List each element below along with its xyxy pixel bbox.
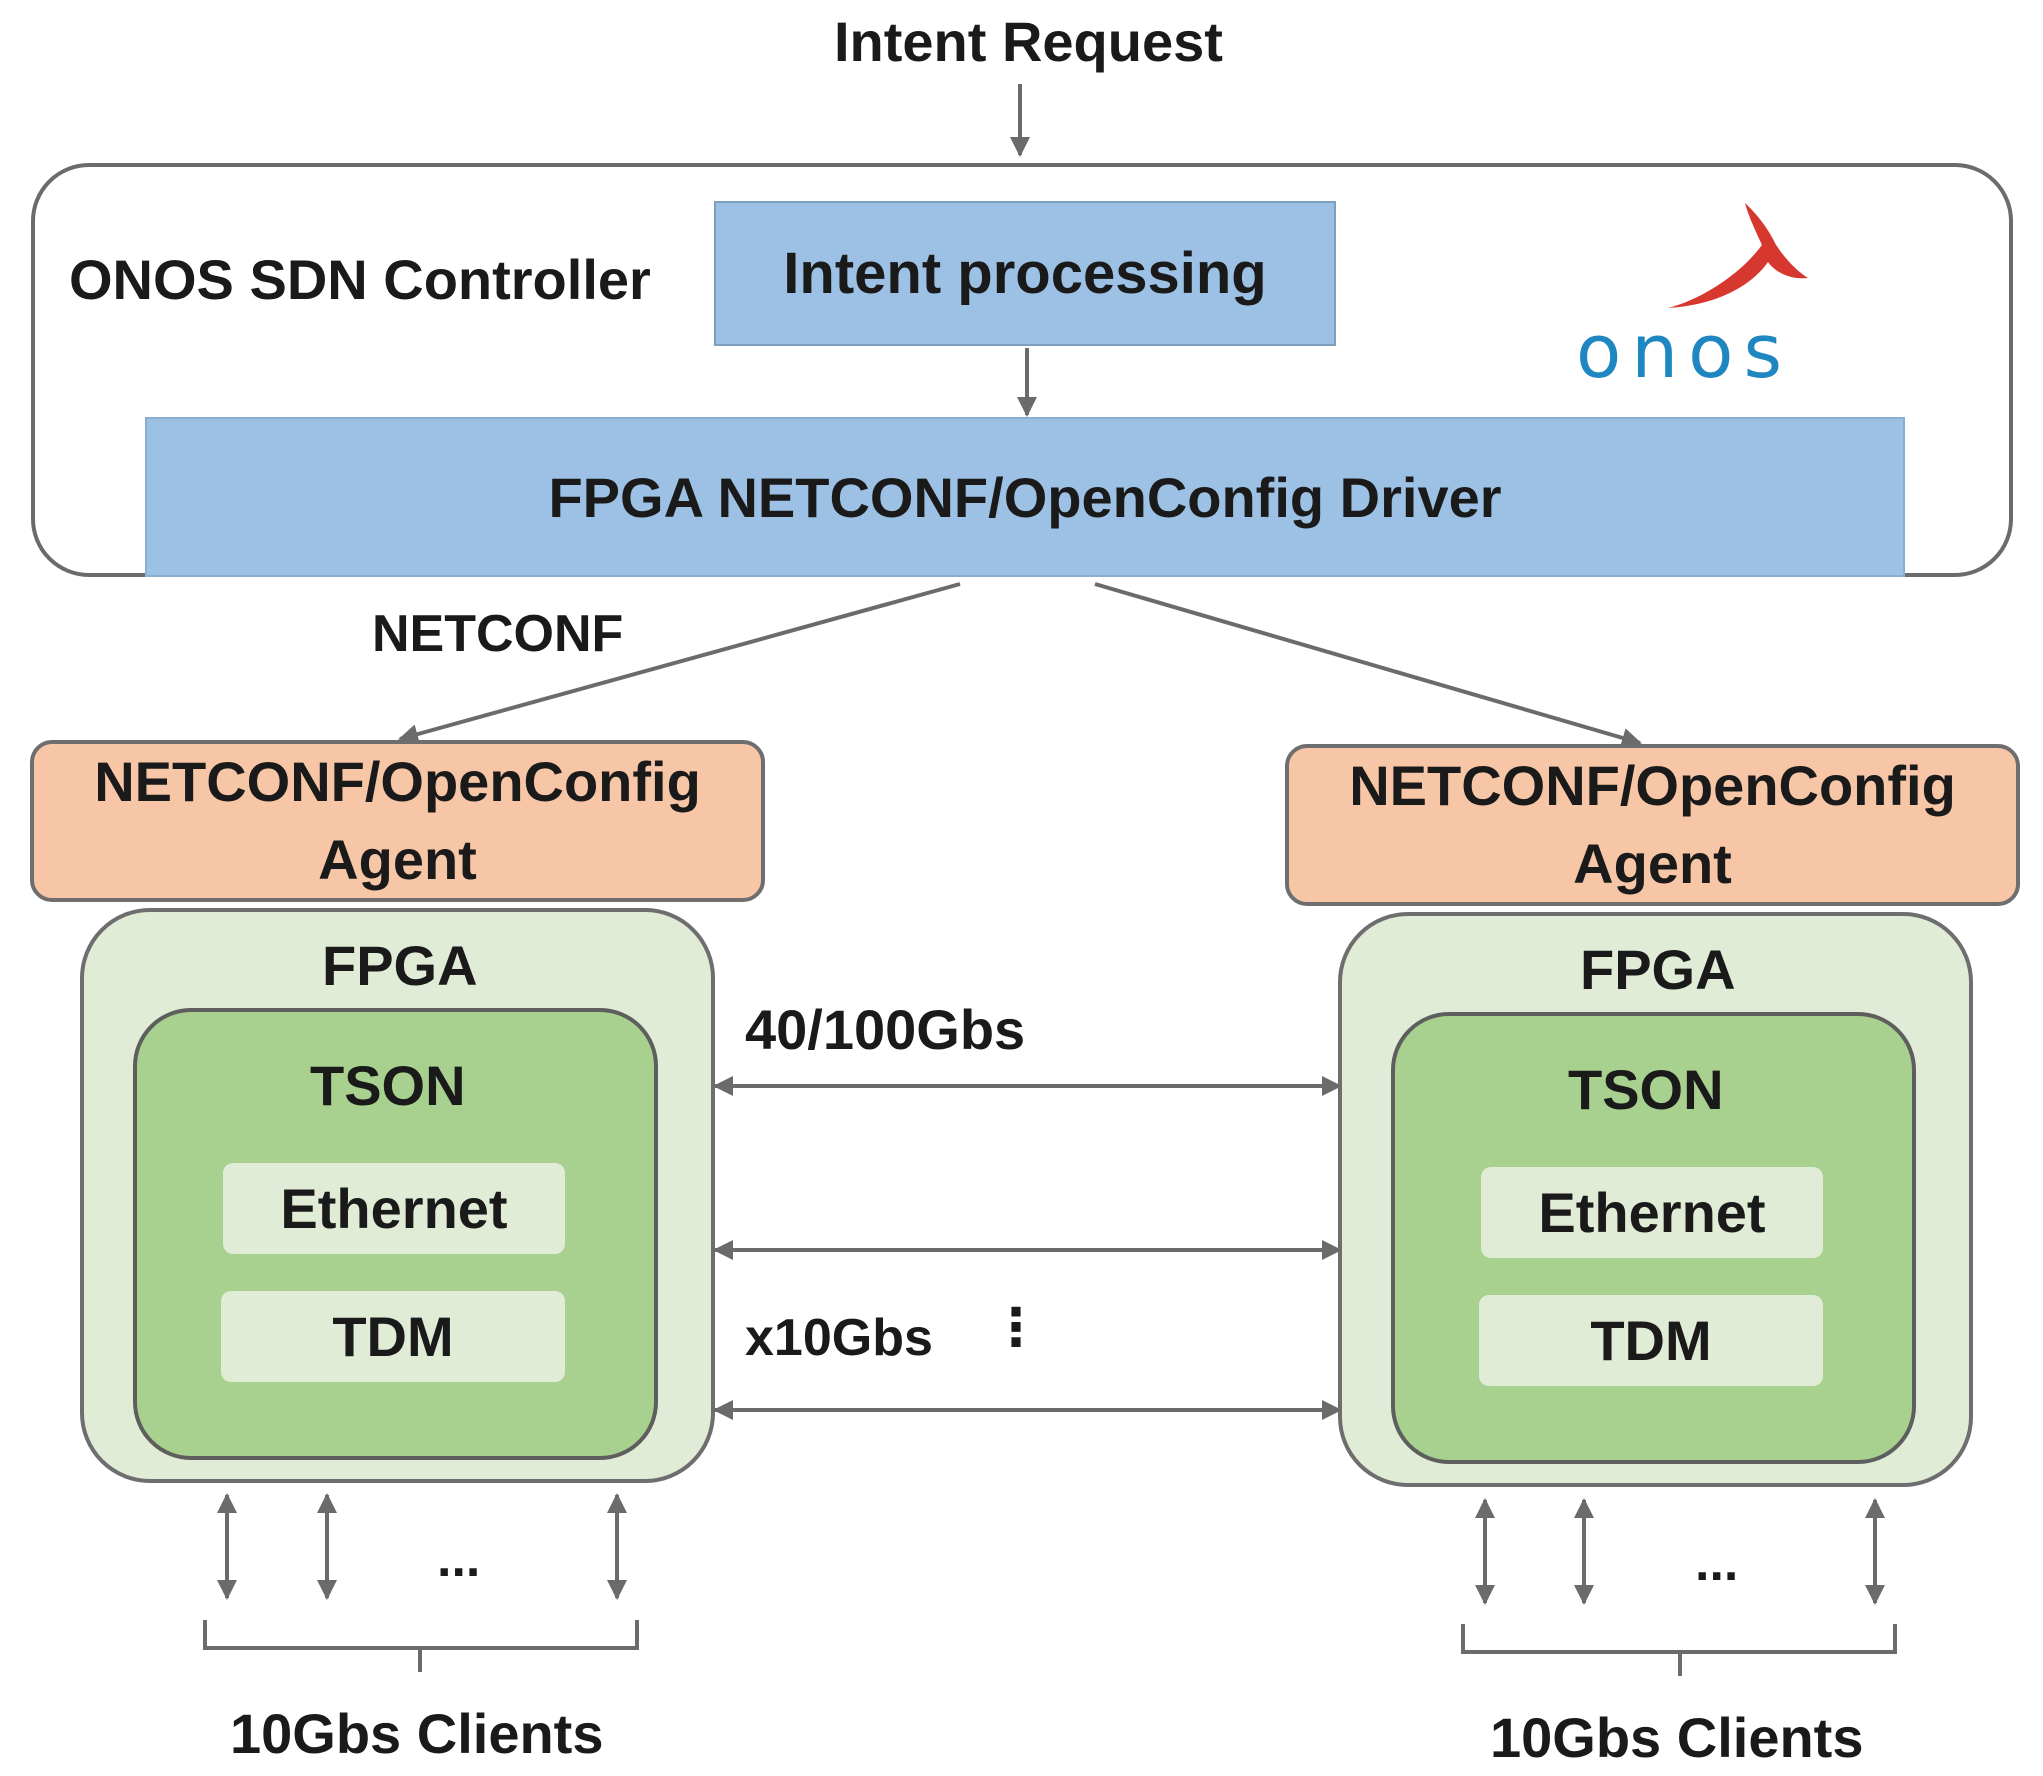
- left-fpga-label: FPGA: [322, 934, 478, 997]
- left-ethernet-label: Ethernet: [280, 1177, 508, 1240]
- right-clients-ellipsis: ...: [1695, 1534, 1739, 1592]
- left-agent-box: NETCONF/OpenConfig Agent: [30, 740, 765, 902]
- left-agent-label-line1: NETCONF/OpenConfig: [94, 749, 701, 813]
- right-agent-label-line1: NETCONF/OpenConfig: [1349, 753, 1956, 817]
- left-tson-label: TSON: [310, 1054, 466, 1117]
- onos-logo: onos: [1576, 309, 1793, 395]
- intent-processing-label: Intent processing: [783, 241, 1267, 306]
- onos-bird-icon: [1668, 203, 1808, 308]
- right-ethernet-label: Ethernet: [1538, 1181, 1766, 1244]
- right-agent-box: NETCONF/OpenConfig Agent: [1285, 744, 2020, 906]
- netconf-link-right: [1094, 582, 1642, 748]
- right-tdm-box: TDM: [1479, 1295, 1823, 1386]
- left-ethernet-box: Ethernet: [223, 1163, 565, 1254]
- fpga-driver-box: FPGA NETCONF/OpenConfig Driver: [145, 417, 1905, 577]
- link-vertical-ellipsis: ⋮: [990, 1299, 1042, 1357]
- right-tson-label: TSON: [1568, 1058, 1724, 1121]
- left-agent-label-line2: Agent: [318, 828, 477, 891]
- link-10gbs-label: x10Gbs: [745, 1309, 933, 1367]
- left-clients-brace: [203, 1620, 639, 1672]
- right-clients-brace: [1461, 1624, 1897, 1676]
- left-clients-ellipsis: ...: [437, 1530, 481, 1588]
- right-tdm-label: TDM: [1590, 1309, 1712, 1372]
- fpga-driver-label: FPGA NETCONF/OpenConfig Driver: [548, 465, 1502, 529]
- left-tdm-label: TDM: [332, 1305, 454, 1368]
- netconf-link-left: [398, 582, 961, 744]
- left-tdm-box: TDM: [221, 1291, 565, 1382]
- left-clients-label: 10Gbs Clients: [230, 1702, 604, 1765]
- controller-label: ONOS SDN Controller: [69, 248, 651, 311]
- intent-request-label: Intent Request: [834, 10, 1223, 73]
- intent-processing-box: Intent processing: [714, 201, 1336, 346]
- netconf-label: NETCONF: [372, 605, 624, 663]
- link-40-100gbs-label: 40/100Gbs: [745, 998, 1026, 1061]
- right-ethernet-box: Ethernet: [1481, 1167, 1823, 1258]
- right-agent-label-line2: Agent: [1573, 832, 1732, 895]
- left-tson-box: [133, 1008, 658, 1460]
- right-fpga-label: FPGA: [1580, 938, 1736, 1001]
- right-clients-label: 10Gbs Clients: [1490, 1706, 1864, 1769]
